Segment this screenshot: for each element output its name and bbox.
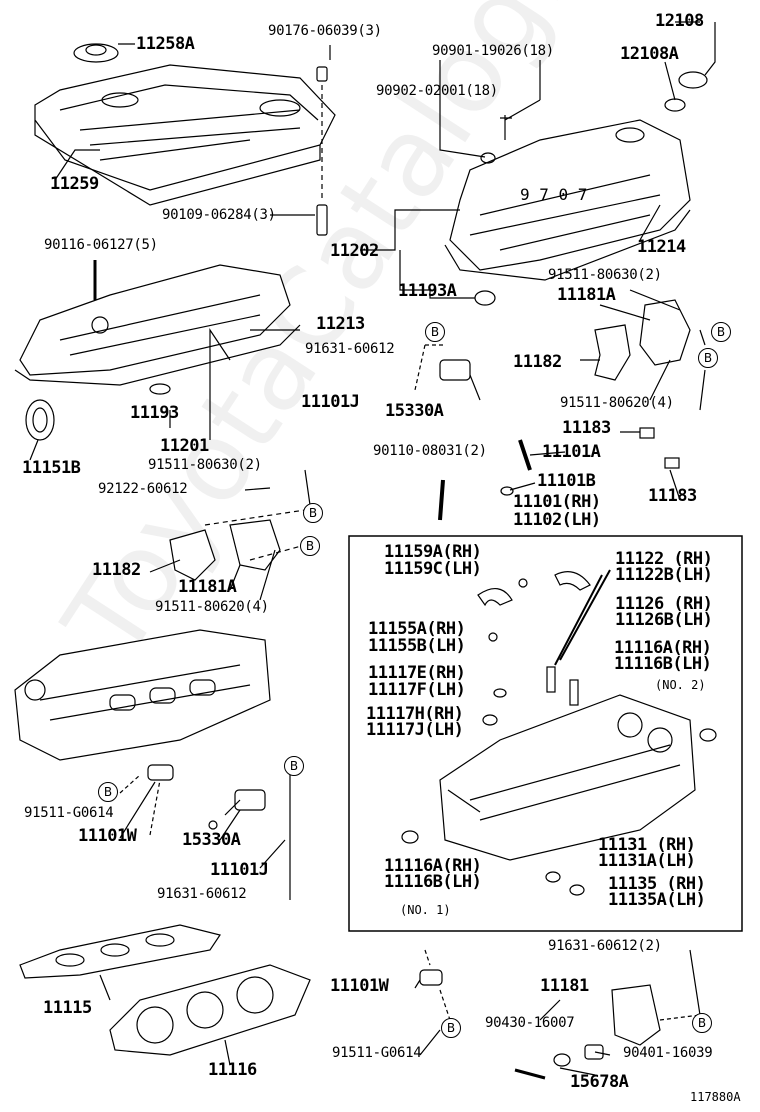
part-label-91631-60612-upper: 91631-60612 <box>305 341 395 357</box>
part-label-11101W-upper: 11101W <box>78 826 137 846</box>
part-label-11181A-lh: 11181A <box>178 577 237 597</box>
part-label-11126: 11126 (RH) <box>615 594 713 614</box>
ref-marker-b: B <box>303 503 323 523</box>
ref-marker-b: B <box>98 782 118 802</box>
part-label-11122: 11122 (RH) <box>615 549 713 569</box>
engine-cover-illustration <box>34 64 336 206</box>
part-label-11182-lh: 11182 <box>92 560 141 580</box>
part-label-11116B-no2: 11116B(LH) <box>614 654 712 674</box>
part-label-15678A: 15678A <box>570 1072 629 1092</box>
part-label-11135A: 11135A(LH) <box>608 890 706 910</box>
part-label-11151B: 11151B <box>22 458 81 478</box>
part-label-11117H: 11117H(RH) <box>366 704 464 724</box>
part-label-91511-80630-lh: 91511-80630(2) <box>148 457 262 473</box>
part-label-11101W-lower: 11101W <box>330 976 389 996</box>
part-label-11101J-rh: 11101J <box>301 392 360 412</box>
part-label-11213: 11213 <box>316 314 365 334</box>
part-label-91511-G0614-upper: 91511-G0614 <box>24 805 114 821</box>
part-label-11117J: 11117J(LH) <box>366 720 464 740</box>
lh-valve-cover-illustration <box>14 264 301 386</box>
part-label-91511-80630-rh: 91511-80630(2) <box>548 267 662 283</box>
part-label-91631-60612-lower: 91631-60612 <box>157 886 247 902</box>
part-label-90901-19026: 90901-19026(18) <box>432 43 554 59</box>
part-label-11117E: 11117E(RH) <box>368 663 466 683</box>
part-label-11202: 11202 <box>330 241 379 261</box>
part-label-90902-02001: 90902-02001(18) <box>376 83 498 99</box>
ref-marker-b: B <box>441 1018 461 1038</box>
lh-cylinder-head-illustration <box>14 629 271 761</box>
part-label-90109-06284: 90109-06284(3) <box>162 207 276 223</box>
part-label-11258A: 11258A <box>136 34 195 54</box>
part-label-11101J-lh: 11101J <box>210 860 269 880</box>
part-label-11116: 11116 <box>208 1060 257 1080</box>
part-label-11115: 11115 <box>43 998 92 1018</box>
part-label-11135: 11135 (RH) <box>608 874 706 894</box>
part-label-11101A: 11101A <box>542 442 601 462</box>
part-label-no1: (NO. 1) <box>400 903 451 917</box>
part-label-11117F: 11117F(LH) <box>368 680 466 700</box>
rh-cylinder-head-illustration <box>439 694 696 861</box>
part-label-11101B: 11101B <box>537 471 596 491</box>
part-label-12108: 12108 <box>655 11 704 31</box>
part-label-90401-16039: 90401-16039 <box>623 1045 713 1061</box>
rh-valve-cover-illustration: 9 7 0 7 <box>444 119 691 281</box>
part-label-92122-60612: 92122-60612 <box>98 481 188 497</box>
part-label-11259: 11259 <box>50 174 99 194</box>
part-label-90116-06127: 90116-06127(5) <box>44 237 158 253</box>
part-label-11214: 11214 <box>637 237 686 257</box>
part-label-11183-upper: 11183 <box>562 418 611 438</box>
valve-train-group-frame <box>348 535 743 932</box>
part-label-11159A: 11159A(RH) <box>384 542 482 562</box>
ref-marker-b: B <box>711 322 731 342</box>
part-label-11122B: 11122B(LH) <box>615 565 713 585</box>
part-label-91511-80620-rh: 91511-80620(4) <box>560 395 674 411</box>
part-label-11193A: 11193A <box>398 281 457 301</box>
diagram-code: 117880A <box>690 1090 741 1104</box>
part-label-91631-60612-2: 91631-60612(2) <box>548 938 662 954</box>
part-label-11116A-no2: 11116A(RH) <box>614 638 712 658</box>
svg-text:9 7 0 7: 9 7 0 7 <box>520 185 587 204</box>
part-label-91511-G0614-lower: 91511-G0614 <box>332 1045 422 1061</box>
part-label-91511-80620-lh: 91511-80620(4) <box>155 599 269 615</box>
ref-marker-b: B <box>425 322 445 342</box>
ref-marker-b: B <box>692 1013 712 1033</box>
part-label-90110-08031: 90110-08031(2) <box>373 443 487 459</box>
part-label-11155B: 11155B(LH) <box>368 636 466 656</box>
part-label-11102-lh: 11102(LH) <box>513 510 601 530</box>
ref-marker-b: B <box>300 536 320 556</box>
part-label-11116A-no1: 11116A(RH) <box>384 856 482 876</box>
part-label-15330A-rh: 15330A <box>385 401 444 421</box>
part-label-11201: 11201 <box>160 436 209 456</box>
part-label-90430-16007: 90430-16007 <box>485 1015 575 1031</box>
ref-marker-b: B <box>284 756 304 776</box>
part-label-11155A: 11155A(RH) <box>368 619 466 639</box>
part-label-11183-lower: 11183 <box>648 486 697 506</box>
part-label-11159C: 11159C(LH) <box>384 559 482 579</box>
part-label-15330A-lh: 15330A <box>182 830 241 850</box>
part-label-11181A-rh: 11181A <box>557 285 616 305</box>
part-label-no2: (NO. 2) <box>655 678 706 692</box>
part-label-12108A: 12108A <box>620 44 679 64</box>
part-label-90176-06039: 90176-06039(3) <box>268 23 382 39</box>
part-label-11116B-no1: 11116B(LH) <box>384 872 482 892</box>
part-label-11126B: 11126B(LH) <box>615 610 713 630</box>
part-label-11182-rh: 11182 <box>513 352 562 372</box>
part-label-11193: 11193 <box>130 403 179 423</box>
part-label-11131A: 11131A(LH) <box>598 851 696 871</box>
ref-marker-b: B <box>698 348 718 368</box>
part-label-11181: 11181 <box>540 976 589 996</box>
part-label-11101-rh: 11101(RH) <box>513 492 601 512</box>
part-label-11131: 11131 (RH) <box>598 835 696 855</box>
